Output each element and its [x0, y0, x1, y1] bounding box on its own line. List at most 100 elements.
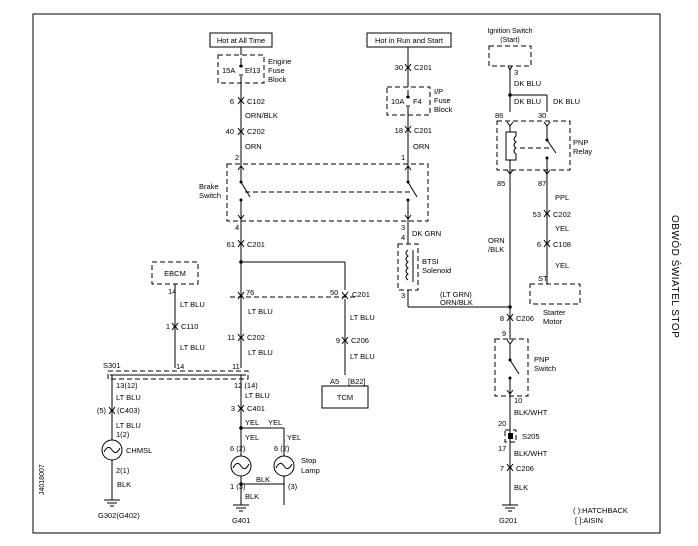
chmsl-label: CHMSL: [126, 446, 152, 455]
wire-lt-blu-ebcm: LT BLU: [180, 300, 205, 309]
wire-ppl: PPL: [555, 193, 569, 202]
connector-c110: C110: [181, 322, 198, 331]
legend-aisin: [ ]:AISIN: [575, 516, 603, 525]
pnp-relay-coil-icon: [505, 126, 517, 176]
connector-c206-b: C206: [516, 314, 534, 323]
connector-c401: C401: [247, 404, 265, 413]
wire-blk-wht-b: BLK/WHT: [514, 449, 548, 458]
engine-fuse-symbol: [239, 58, 243, 83]
connector-c201-d: C201: [414, 126, 432, 135]
wire-blk-slash: /BLK: [488, 245, 504, 254]
connector-c201-a: C201: [247, 240, 265, 249]
pin-30-relay: 30: [538, 111, 546, 120]
legend-hatchback: ( ):HATCHBACK: [573, 506, 628, 515]
connector-c108: C108: [553, 240, 571, 249]
engine-fuse-id: Ef13: [245, 66, 260, 75]
pin-3-brake: 3: [401, 223, 405, 232]
pnp-relay-label-1: PNP: [573, 138, 588, 147]
connector-c206-c: C206: [516, 464, 534, 473]
pin-61: 61: [227, 240, 235, 249]
pnp-switch-label-1: PNP: [534, 355, 549, 364]
ebcm-label: EBCM: [164, 269, 186, 278]
pnp-switch-label-2: Switch: [534, 364, 556, 373]
connector-c201-c: C201: [414, 63, 432, 72]
pin-76: 76: [246, 288, 254, 297]
pin-30: 30: [395, 63, 403, 72]
pin-st: ST: [538, 274, 548, 283]
brake-switch-contact-right: [407, 158, 418, 230]
wire-yel-e: YEL: [555, 224, 569, 233]
pin-3-btsi: 3: [401, 291, 405, 300]
tcm-box: [321, 385, 369, 409]
wire-blk-pnp: BLK: [514, 483, 528, 492]
wire-lt-blu-stop: LT BLU: [245, 391, 270, 400]
brake-switch-box: [226, 163, 429, 222]
pin-14-ebcm: 14: [168, 287, 176, 296]
wire-orn-blk: ORN/BLK: [245, 111, 278, 120]
wire-dk-blu-b: DK BLU: [514, 97, 541, 106]
wire-lt-blu-chmsl-b: LT BLU: [116, 421, 141, 430]
connector-c202-c: C202: [553, 210, 571, 219]
pin-9: 9: [336, 336, 340, 345]
wire-blk-stop-b: BLK: [245, 492, 259, 501]
wire-orn-b: ORN: [413, 142, 430, 151]
ground-g302-label: G302(G402): [98, 511, 140, 520]
wire-lt-blu-ebcm-b: LT BLU: [180, 343, 205, 352]
connector-c202-b: C202: [247, 333, 265, 342]
wire-yel-d: YEL: [287, 433, 301, 442]
engine-fuse-amp: 15A: [222, 66, 235, 75]
pin-4-btsi: 4: [401, 233, 405, 242]
tcm-label: TCM: [337, 393, 353, 402]
ground-g201-icon: [502, 504, 518, 512]
wire-dk-blu-c: DK BLU: [553, 97, 580, 106]
brake-switch-label-2: Switch: [199, 191, 221, 200]
connector-c403: (C403): [117, 406, 140, 415]
pin-50: 50: [330, 288, 338, 297]
pin-20: 20: [498, 419, 506, 428]
wire-yel-a: YEL: [245, 418, 259, 427]
engine-fuse-label-3: Block: [268, 75, 287, 84]
pin-2: 2: [235, 153, 239, 162]
wire-lt-grn: (LT GRN): [440, 290, 472, 299]
wire-lt-blu-tcm-b: LT BLU: [350, 352, 375, 361]
diagram-frame: [32, 13, 661, 534]
connector-c206-a: C206: [351, 336, 369, 345]
pin-6-2-a: 6 (2): [230, 444, 246, 453]
pin-1-2: 1(2): [116, 430, 130, 439]
ip-fuse-symbol: [406, 90, 410, 115]
pin-a5: A5: [330, 377, 339, 386]
pin-3-ign: 3: [514, 68, 518, 77]
wire-blk-chmsl: BLK: [117, 480, 131, 489]
pnp-relay-contact-icon: [546, 126, 557, 176]
pin-7: 7: [500, 464, 504, 473]
engine-fuse-label-1: Engine: [268, 57, 291, 66]
pin-6-2-b: 6 (2): [274, 444, 290, 453]
pin-11: 11: [227, 333, 235, 342]
wire-dk-blu-a: DK BLU: [514, 79, 541, 88]
connector-c102: C102: [247, 97, 265, 106]
btsi-solenoid-box: [397, 243, 419, 291]
wire-lt-blu-tcm: LT BLU: [350, 313, 375, 322]
pin-14-splice: 14: [176, 362, 184, 371]
pnp-switch-contact-icon: [509, 344, 520, 394]
pin-12: 12 (14): [234, 381, 258, 390]
pin-17: 17: [498, 444, 506, 453]
wire-lt-blu-chmsl: LT BLU: [116, 393, 141, 402]
pin-8: 8: [500, 314, 504, 323]
splice-s301: [107, 370, 249, 380]
wire-orn-a: ORN: [245, 142, 262, 151]
starter-label-2: Motor: [543, 317, 563, 326]
stop-lamp-label-1: Stop: [301, 456, 316, 465]
hot-run-start-box: [366, 32, 452, 48]
pin-87: 87: [538, 179, 546, 188]
wire-lt-blu-b: LT BLU: [248, 348, 273, 357]
hot-all-time-label: Hot at All Time: [217, 36, 265, 45]
wire-orn-blk-b: ORN/BLK: [440, 298, 473, 307]
pnp-switch-box: [494, 338, 529, 397]
pin-2-1: 2(1): [116, 466, 130, 475]
ground-g401-icon: [233, 504, 249, 512]
side-title: OBWÓD ŚWIATEL STOP: [669, 215, 682, 338]
figure-code: J4018007: [39, 464, 46, 495]
pin-b22: [B22]: [348, 377, 366, 386]
